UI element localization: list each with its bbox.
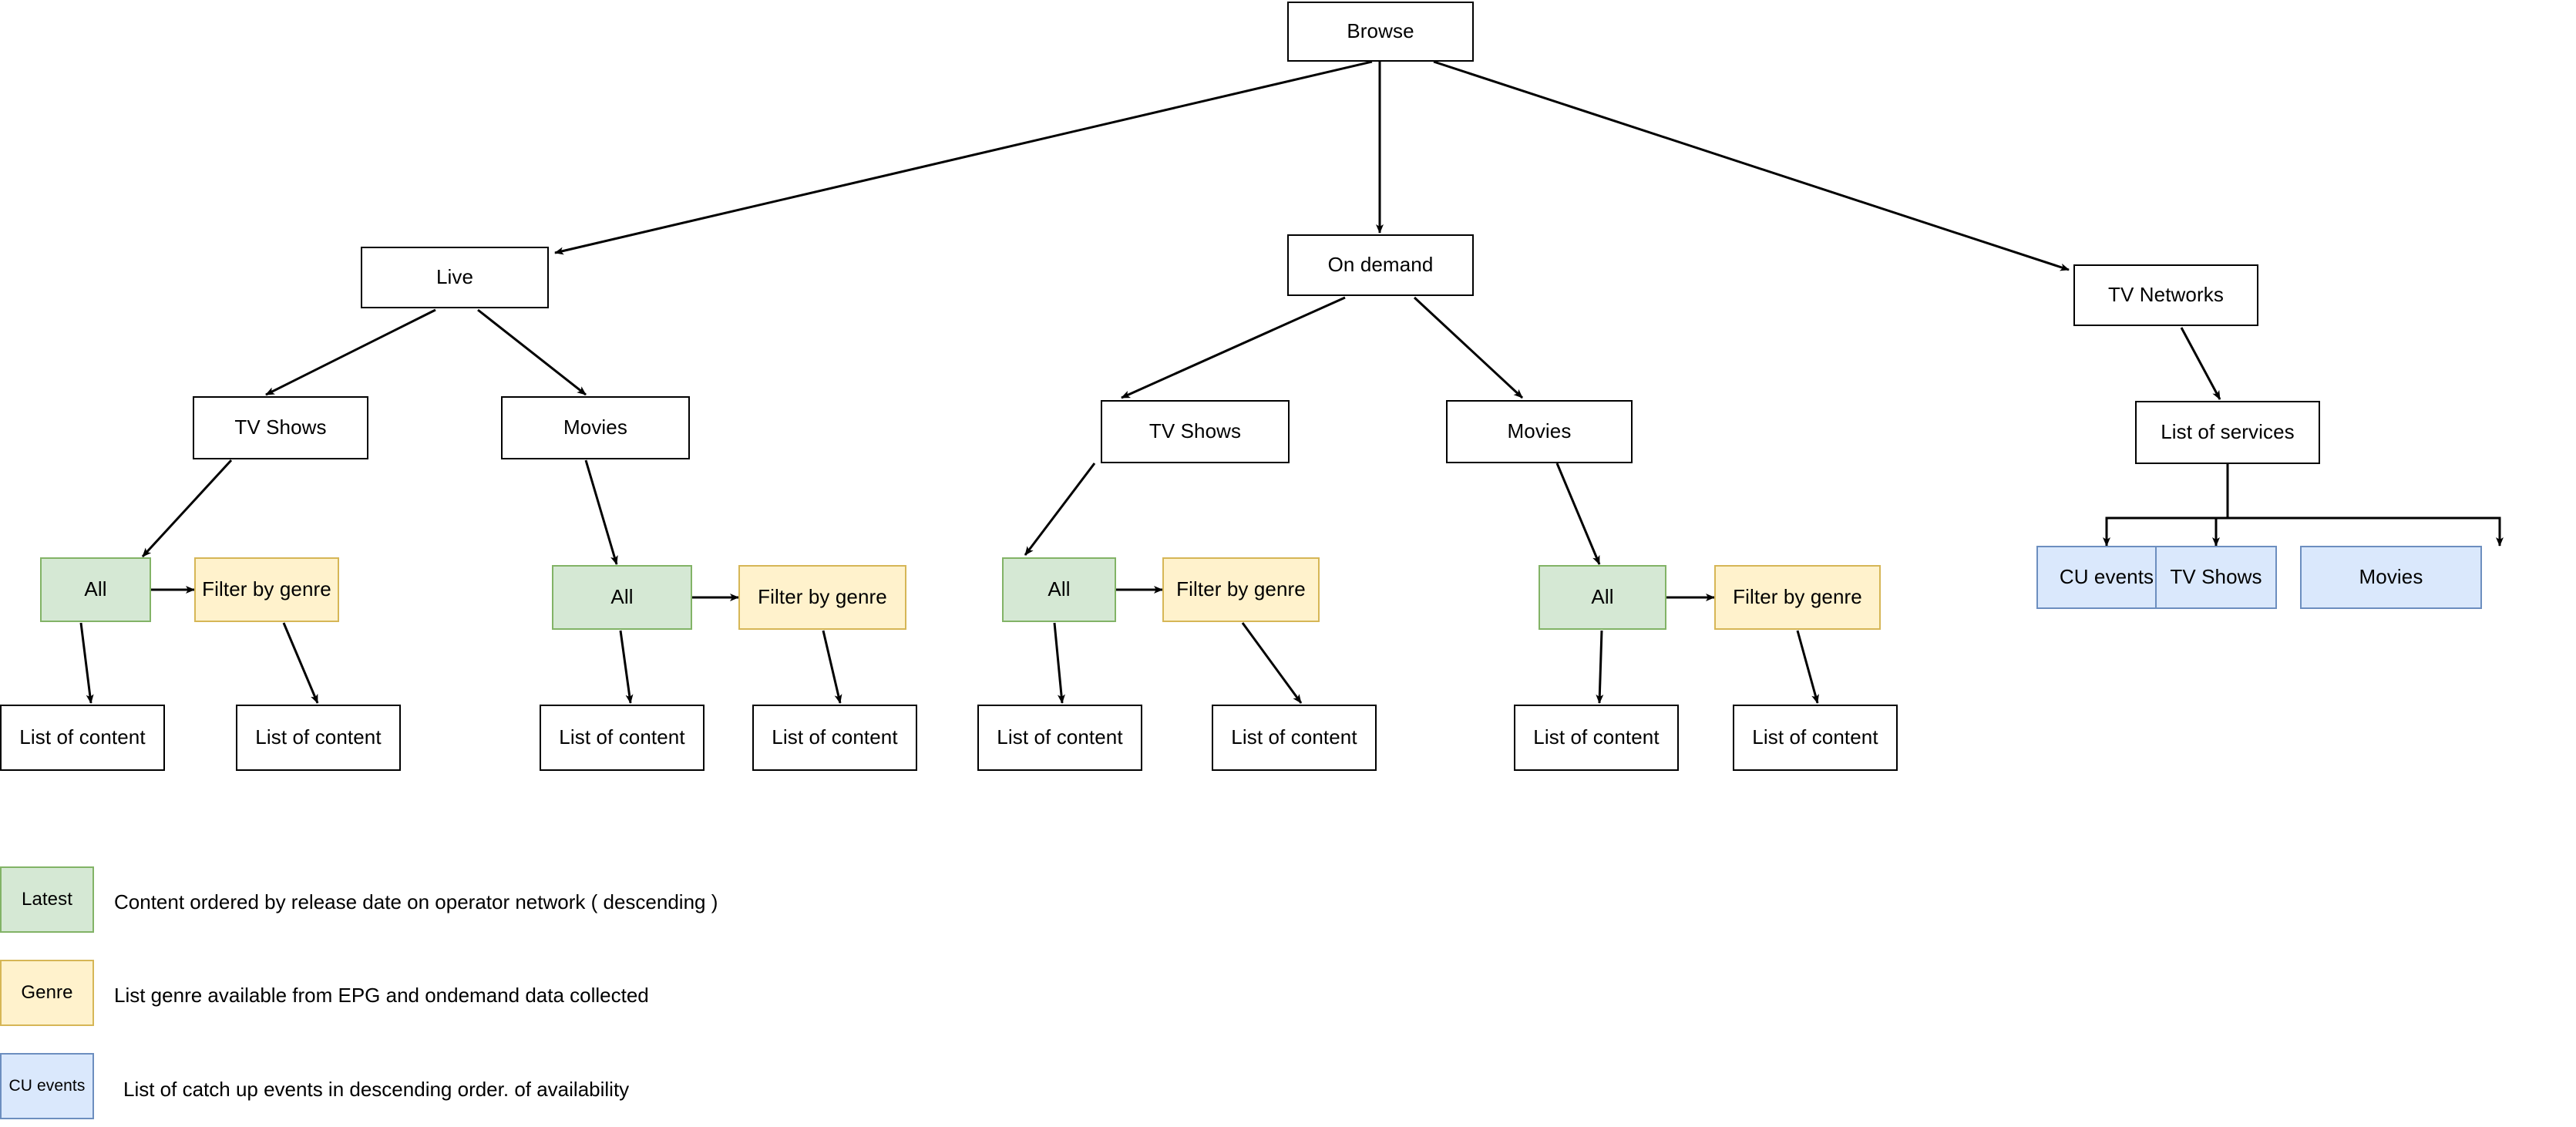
- edge-livetv-all: [141, 459, 233, 558]
- edge-genre-leaf-6: [1241, 622, 1303, 704]
- edge-odmov-all: [1555, 463, 1601, 565]
- node-leaf-8[interactable]: List of content: [1733, 705, 1898, 771]
- node-leaf-7-label: List of content: [1533, 725, 1660, 749]
- node-od-movies[interactable]: Movies: [1446, 400, 1633, 463]
- edge-all-leaf-1: [79, 622, 94, 704]
- node-od-mov-genre-label: Filter by genre: [1733, 585, 1862, 609]
- node-svc-tv-shows-label: TV Shows: [2170, 565, 2262, 589]
- node-on-demand[interactable]: On demand: [1287, 234, 1474, 296]
- node-leaf-6[interactable]: List of content: [1212, 705, 1377, 771]
- node-od-tv-genre-label: Filter by genre: [1176, 577, 1306, 601]
- node-live-movies-label: Movies: [563, 415, 627, 439]
- node-svc-cu-events-label: CU events: [2059, 565, 2154, 589]
- node-live-tv-shows-label: TV Shows: [234, 415, 327, 439]
- edge-odtv-all: [1024, 463, 1096, 556]
- node-live-tv-all-label: All: [84, 577, 107, 601]
- node-leaf-5-label: List of content: [997, 725, 1123, 749]
- node-live-tv-all[interactable]: All: [40, 557, 151, 622]
- edge-all-leaf-7: [1596, 630, 1604, 704]
- legend-swatch-latest: Latest: [0, 866, 94, 933]
- node-leaf-3[interactable]: List of content: [540, 705, 705, 771]
- node-od-mov-all-label: All: [1591, 585, 1614, 609]
- node-leaf-5[interactable]: List of content: [977, 705, 1142, 771]
- edge-genre-leaf-2: [282, 622, 319, 704]
- node-tv-networks-label: TV Networks: [2108, 283, 2224, 307]
- node-svc-movies-label: Movies: [2359, 565, 2423, 589]
- node-leaf-8-label: List of content: [1752, 725, 1878, 749]
- edge-genre-leaf-8: [1796, 630, 1819, 704]
- node-browse[interactable]: Browse: [1287, 2, 1474, 62]
- edge-livemov-all: [584, 459, 618, 565]
- node-leaf-1[interactable]: List of content: [0, 705, 165, 771]
- node-live-label: Live: [435, 265, 474, 289]
- legend-description-cu-events: List of catch up events in descending or…: [123, 1078, 630, 1101]
- legend-description-latest: Content ordered by release date on opera…: [114, 890, 718, 913]
- node-live-mov-genre[interactable]: Filter by genre: [738, 565, 906, 630]
- node-svc-tv-shows[interactable]: TV Shows: [2155, 546, 2277, 609]
- node-browse-label: Browse: [1347, 19, 1414, 43]
- node-od-mov-all[interactable]: All: [1539, 565, 1666, 630]
- node-list-of-services[interactable]: List of services: [2135, 401, 2320, 464]
- node-live-tv-shows[interactable]: TV Shows: [193, 396, 368, 459]
- edge-all-leaf-5: [1053, 622, 1065, 704]
- node-live-mov-all[interactable]: All: [552, 565, 692, 630]
- legend-swatch-latest-label: Latest: [22, 889, 72, 910]
- edge-browse-tvnetworks: [1433, 60, 2070, 271]
- legend-description-genre: List genre available from EPG and ondema…: [114, 984, 649, 1007]
- edge-all-leaf-3: [619, 630, 634, 704]
- node-live-mov-genre-label: Filter by genre: [758, 585, 887, 609]
- node-live-tv-genre-label: Filter by genre: [202, 577, 331, 601]
- edge-browse-live: [554, 60, 1373, 255]
- node-leaf-6-label: List of content: [1231, 725, 1357, 749]
- node-live-movies[interactable]: Movies: [501, 396, 690, 459]
- node-od-tv-genre[interactable]: Filter by genre: [1162, 557, 1320, 622]
- node-leaf-2[interactable]: List of content: [236, 705, 401, 771]
- legend-swatch-cu-events: CU events: [0, 1053, 94, 1119]
- node-live-tv-genre[interactable]: Filter by genre: [194, 557, 339, 622]
- node-svc-movies[interactable]: Movies: [2300, 546, 2482, 609]
- node-live-mov-all-label: All: [610, 585, 634, 609]
- node-svc-cu-events[interactable]: CU events: [2036, 546, 2177, 609]
- node-leaf-2-label: List of content: [255, 725, 382, 749]
- node-leaf-3-label: List of content: [559, 725, 685, 749]
- edge-live-tvshows: [265, 308, 436, 396]
- edge-services-tvshows: [2212, 516, 2228, 547]
- legend-swatch-genre: Genre: [0, 960, 94, 1026]
- legend-swatch-cu-events-label: CU events: [8, 1076, 86, 1095]
- node-leaf-1-label: List of content: [19, 725, 146, 749]
- node-leaf-4-label: List of content: [772, 725, 898, 749]
- node-od-movies-label: Movies: [1507, 419, 1572, 443]
- node-od-mov-genre[interactable]: Filter by genre: [1714, 565, 1881, 630]
- legend-swatch-genre-label: Genre: [21, 982, 73, 1004]
- node-od-tv-all-label: All: [1048, 577, 1071, 601]
- node-leaf-7[interactable]: List of content: [1514, 705, 1679, 771]
- edge-genre-leaf-4: [822, 630, 842, 704]
- node-tv-networks[interactable]: TV Networks: [2073, 264, 2258, 326]
- node-leaf-4[interactable]: List of content: [752, 705, 917, 771]
- node-list-of-services-label: List of services: [2161, 420, 2295, 444]
- node-od-tv-shows-label: TV Shows: [1148, 419, 1242, 443]
- node-od-tv-shows[interactable]: TV Shows: [1101, 400, 1290, 463]
- node-live[interactable]: Live: [361, 247, 549, 308]
- edge-live-movies: [477, 308, 587, 396]
- edge-ondemand-movies: [1413, 296, 1524, 399]
- edge-tvnetworks-services: [2180, 327, 2221, 400]
- edge-services-movies: [2228, 516, 2504, 547]
- edge-services-cuevents: [2103, 464, 2229, 547]
- node-od-tv-all[interactable]: All: [1002, 557, 1116, 622]
- edge-ondemand-tvshows: [1121, 296, 1346, 399]
- node-on-demand-label: On demand: [1327, 253, 1434, 277]
